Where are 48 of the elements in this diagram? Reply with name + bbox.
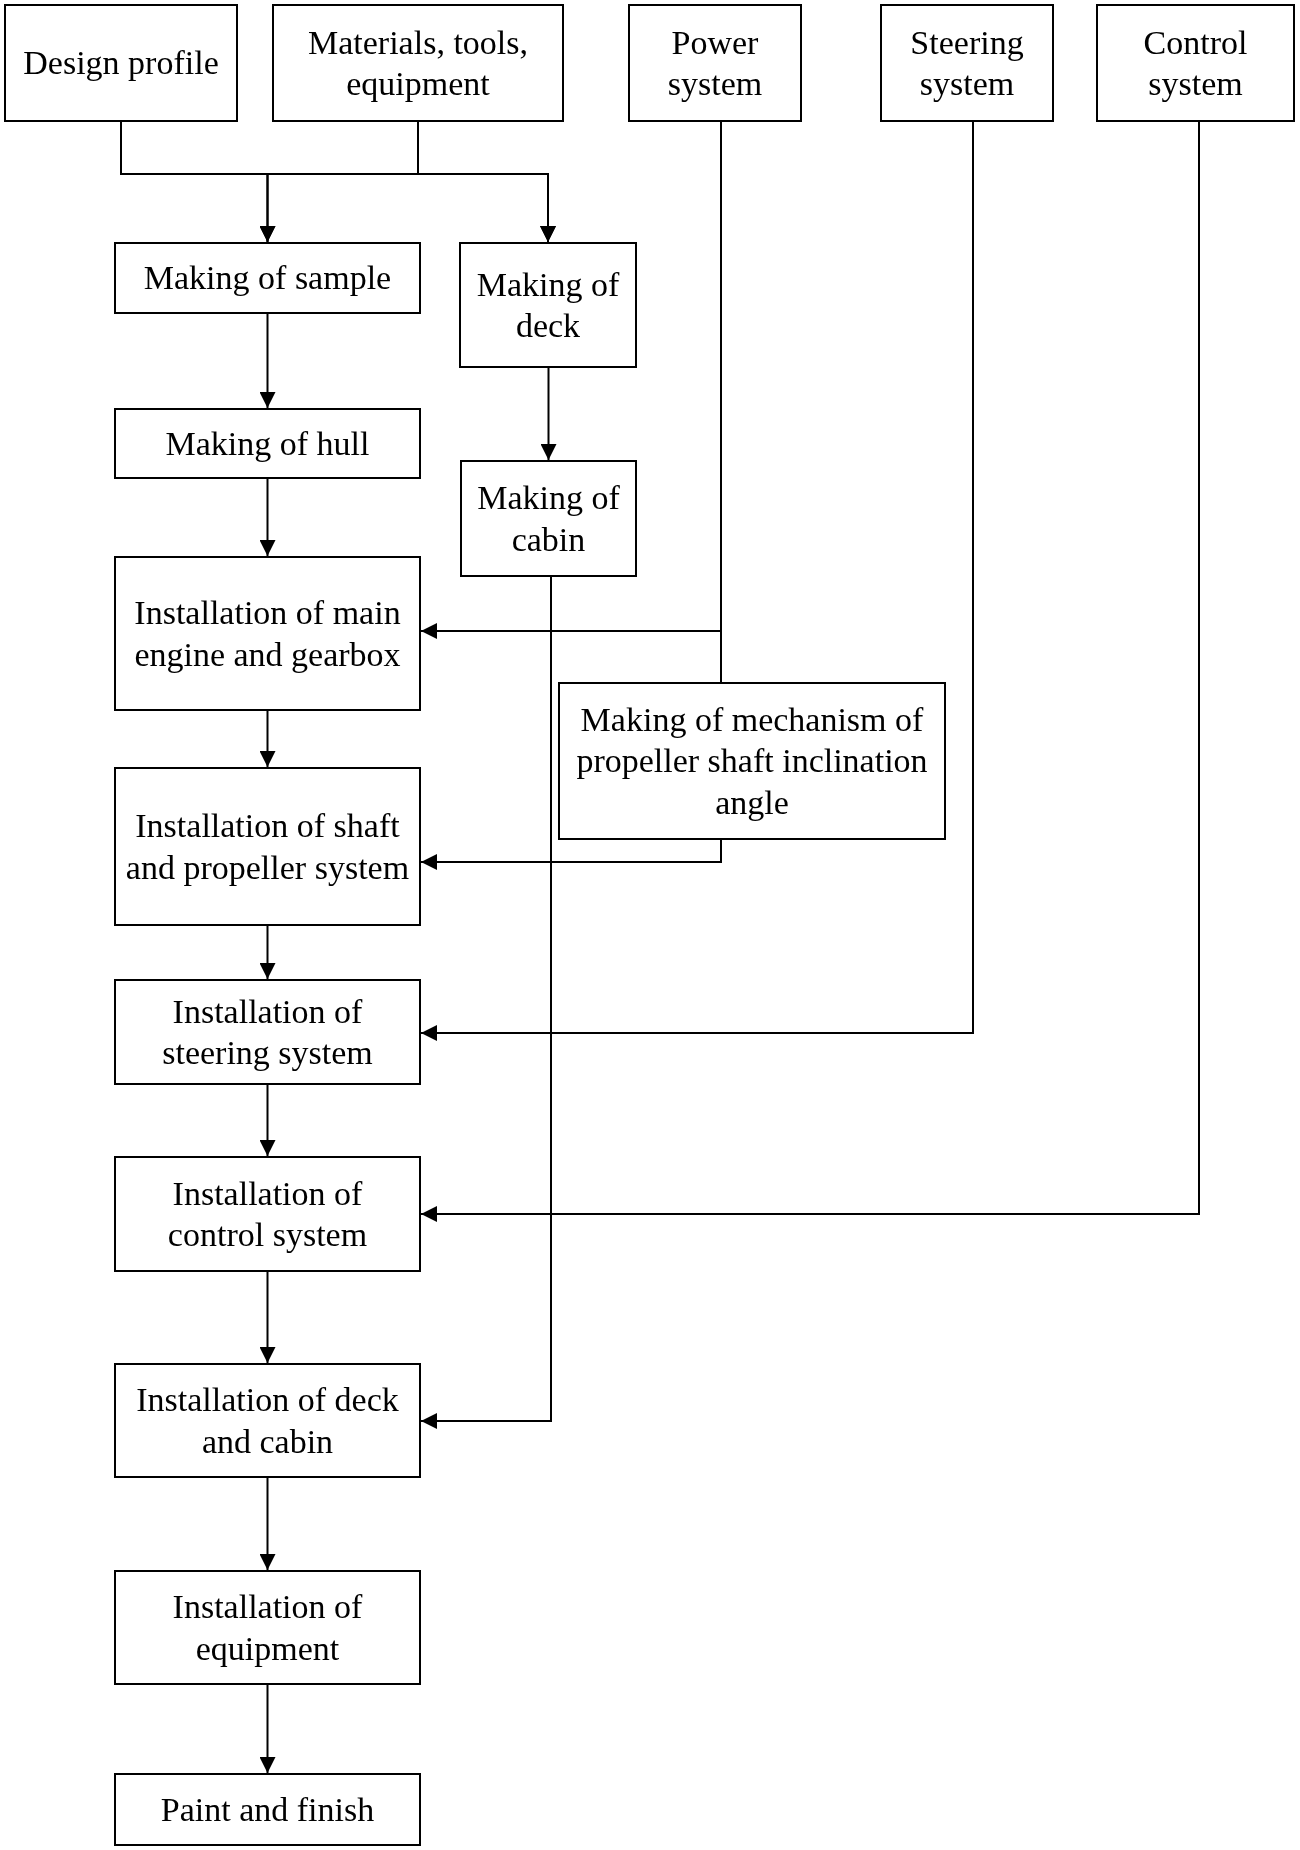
arrow xyxy=(417,121,556,243)
process-box xyxy=(114,556,421,711)
arrow xyxy=(259,925,276,980)
box-label: Steering system xyxy=(909,22,1025,104)
box-label: Making of mechanism of propeller shaft inclination angle xyxy=(575,699,929,823)
box-label: Power system xyxy=(666,22,764,104)
process-box xyxy=(114,1773,421,1846)
process-box xyxy=(114,1570,421,1685)
arrow xyxy=(259,1084,276,1157)
box-label: Making of hull xyxy=(165,423,370,464)
process-box xyxy=(628,4,802,122)
arrow xyxy=(420,576,552,1429)
box-label: Making of deck xyxy=(475,264,621,346)
box-label: Installation of shaft and propeller system xyxy=(124,806,411,888)
box-label: Making of cabin xyxy=(476,478,621,560)
process-box xyxy=(114,979,421,1085)
arrow xyxy=(259,313,276,409)
process-box xyxy=(114,1363,421,1478)
process-box xyxy=(880,4,1054,122)
process-box xyxy=(114,1156,421,1272)
box-label: Design profile xyxy=(23,43,219,84)
box-label: Making of sample xyxy=(143,258,392,299)
box-label: Paint and finish xyxy=(160,1789,375,1830)
arrow xyxy=(420,121,1200,1222)
process-box xyxy=(460,460,637,577)
box-label: Installation of steering system xyxy=(161,991,374,1073)
arrow xyxy=(259,1477,276,1571)
arrow xyxy=(420,839,722,870)
process-box xyxy=(114,242,421,314)
box-label: Control system xyxy=(1142,22,1249,104)
box-label: Materials, tools, equipment xyxy=(307,22,529,104)
box-label: Installation of equipment xyxy=(171,1587,364,1669)
process-box xyxy=(4,4,238,122)
process-box xyxy=(1096,4,1295,122)
box-label: Installation of control system xyxy=(166,1173,369,1255)
arrow xyxy=(540,367,557,461)
process-box xyxy=(114,767,421,926)
box-label: Installation of deck and cabin xyxy=(135,1380,400,1462)
box-label: Installation of main engine and gearbox xyxy=(133,593,402,675)
process-box xyxy=(459,242,637,368)
arrow xyxy=(259,1271,276,1364)
process-box xyxy=(272,4,564,122)
arrow xyxy=(259,710,276,768)
arrow xyxy=(420,121,974,1041)
process-box xyxy=(114,408,421,479)
arrow xyxy=(259,1684,276,1774)
process-box xyxy=(558,682,946,840)
arrow xyxy=(259,478,276,557)
